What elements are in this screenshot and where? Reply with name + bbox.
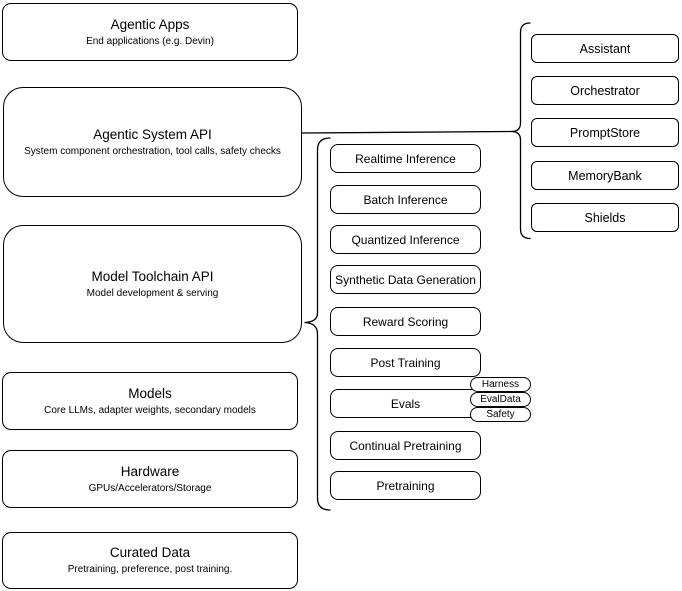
system-node-shields: Shields <box>531 203 679 232</box>
toolchain-node-realtime-inference: Realtime Inference <box>330 144 481 173</box>
toolchain-brace <box>304 137 331 511</box>
node-label: MemoryBank <box>568 168 642 183</box>
toolchain-node-evals: Evals <box>330 389 481 418</box>
layer-box-agentic-apps: Agentic Apps End applications (e.g. Devi… <box>2 3 298 61</box>
toolchain-node-quantized-inference: Quantized Inference <box>330 225 481 254</box>
layer-subtitle: End applications (e.g. Devin) <box>86 35 214 47</box>
node-label: Orchestrator <box>570 83 640 98</box>
layer-title: Agentic System API <box>93 126 212 142</box>
layer-subtitle: Pretraining, preference, post training. <box>67 564 233 575</box>
node-label: Evals <box>390 396 421 411</box>
layer-subtitle: Core LLMs, adapter weights, secondary mo… <box>44 404 256 416</box>
node-label: Quantized Inference <box>351 232 460 247</box>
layer-title: Models <box>128 385 172 401</box>
node-label: Realtime Inference <box>355 151 456 166</box>
layer-box-hardware: Hardware GPUs/Accelerators/Storage <box>2 450 298 508</box>
system-brace <box>511 22 531 240</box>
node-label: Pretraining <box>376 478 435 493</box>
tag-label: EvalData <box>480 393 521 405</box>
toolchain-node-continual-pretraining: Continual Pretraining <box>330 431 481 460</box>
eval-tag-evaldata: EvalData <box>470 392 531 407</box>
layer-box-curated-data: Curated Data Pretraining, preference, po… <box>2 532 298 589</box>
layer-subtitle: Model development & serving <box>86 287 219 299</box>
toolchain-node-pretraining: Pretraining <box>330 471 481 500</box>
layer-box-models: Models Core LLMs, adapter weights, secon… <box>2 372 298 430</box>
layer-box-model-toolchain-api: Model Toolchain API Model development & … <box>3 225 302 343</box>
layer-title: Hardware <box>120 463 180 479</box>
layer-box-agentic-system-api: Agentic System API System component orch… <box>3 87 302 197</box>
system-connector-line <box>301 130 514 134</box>
toolchain-node-post-training: Post Training <box>330 348 481 377</box>
layer-title: Model Toolchain API <box>91 268 214 284</box>
node-label: PromptStore <box>569 125 641 140</box>
node-label: Reward Scoring <box>362 314 449 329</box>
node-label: Batch Inference <box>363 192 448 207</box>
toolchain-node-synthetic-data-generation: Synthetic Data Generation <box>330 265 481 294</box>
node-label: Shields <box>584 210 626 225</box>
system-node-promptstore: PromptStore <box>531 118 679 147</box>
tag-label: Safety <box>486 408 515 420</box>
system-node-orchestrator: Orchestrator <box>531 76 679 105</box>
layer-subtitle: System component orchestration, tool cal… <box>24 145 281 157</box>
toolchain-node-reward-scoring: Reward Scoring <box>330 307 481 336</box>
node-label: Post Training <box>370 355 441 370</box>
tag-label: Harness <box>481 378 520 390</box>
system-node-assistant: Assistant <box>531 34 679 63</box>
system-node-memorybank: MemoryBank <box>531 161 679 190</box>
node-label: Synthetic Data Generation <box>335 272 476 287</box>
eval-tag-safety: Safety <box>470 407 531 422</box>
node-label: Assistant <box>579 41 631 56</box>
layer-subtitle: GPUs/Accelerators/Storage <box>88 482 212 494</box>
layer-title: Curated Data <box>109 545 191 560</box>
eval-tag-harness: Harness <box>470 377 531 392</box>
layer-title: Agentic Apps <box>110 16 190 32</box>
node-label: Continual Pretraining <box>349 438 462 453</box>
toolchain-node-batch-inference: Batch Inference <box>330 185 481 214</box>
